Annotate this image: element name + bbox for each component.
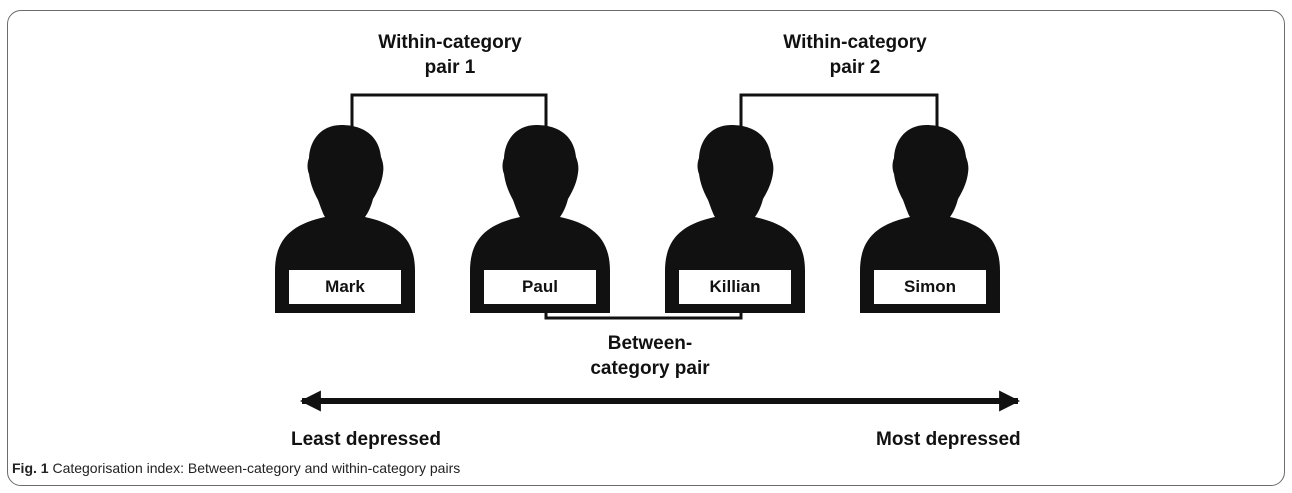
between-pair-line-1: Between- <box>607 333 693 354</box>
name-label-killian: Killian <box>679 270 791 304</box>
within-pair-2-connector <box>739 93 939 130</box>
most-depressed-label: Most depressed <box>876 429 1021 450</box>
figure-caption: Fig. 1 Categorisation index: Between-cat… <box>12 460 460 476</box>
between-pair-label: Between- category pair <box>530 331 770 381</box>
figure-frame <box>7 10 1285 486</box>
within-pair-1-line-1: Within-category <box>378 32 522 53</box>
figure-number: Fig. 1 <box>12 460 49 476</box>
within-pair-2-line-1: Within-category <box>783 32 927 53</box>
name-label-simon: Simon <box>874 270 986 304</box>
figure-caption-text: Categorisation index: Between-category a… <box>48 460 461 476</box>
within-pair-2-line-2: pair 2 <box>829 57 881 78</box>
within-pair-2-label: Within-category pair 2 <box>735 30 975 80</box>
name-label-paul: Paul <box>484 270 596 304</box>
within-pair-1-label: Within-category pair 1 <box>330 30 570 80</box>
between-pair-line-2: category pair <box>590 358 710 379</box>
least-depressed-label: Least depressed <box>291 429 441 450</box>
within-pair-1-line-2: pair 1 <box>424 57 476 78</box>
within-pair-1-connector <box>350 93 548 130</box>
name-label-mark: Mark <box>289 270 401 304</box>
